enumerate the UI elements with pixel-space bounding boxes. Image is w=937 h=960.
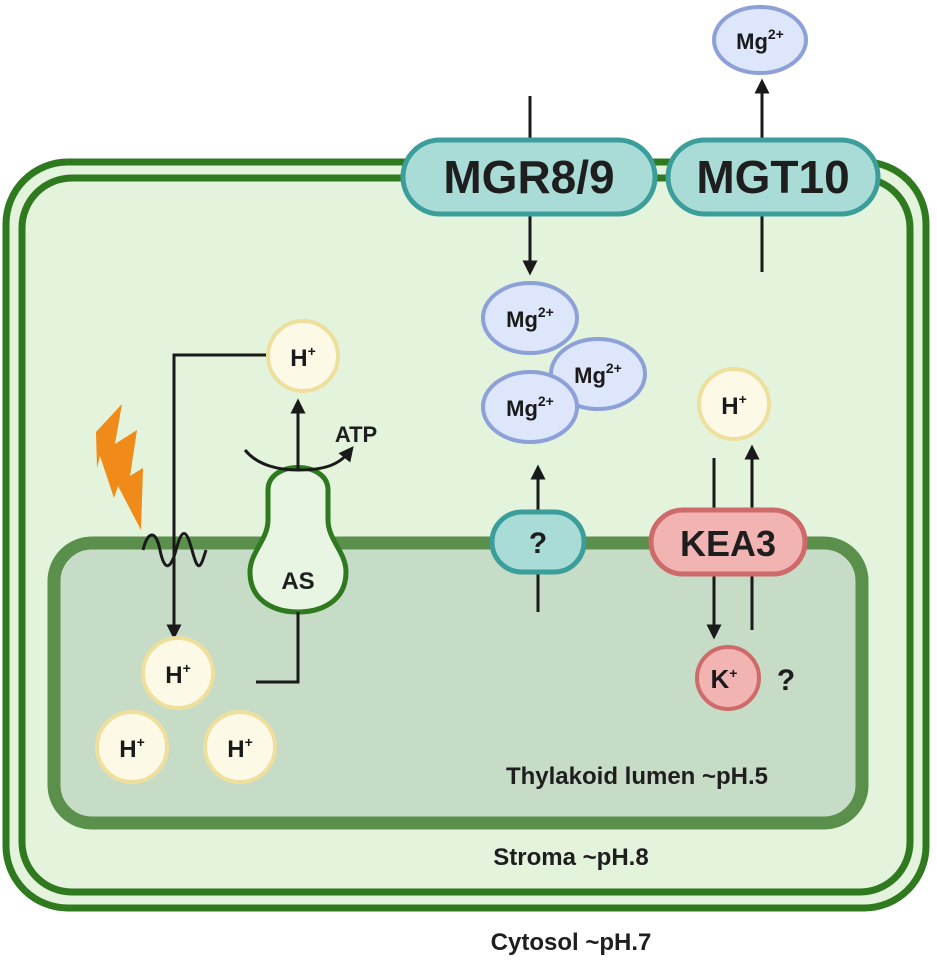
cytosol-label: Cytosol ~pH.7 [491, 929, 652, 956]
magnesium-ion: Mg2+ [712, 5, 808, 75]
svg-text:Mg2+: Mg2+ [506, 393, 554, 421]
mgt10-label: MGT10 [696, 151, 849, 203]
lumen-label: Thylakoid lumen ~pH.5 [506, 763, 768, 790]
proton-return-line [256, 612, 300, 684]
svg-text:Mg2+: Mg2+ [506, 304, 554, 332]
svg-text:K+: K+ [711, 664, 738, 694]
proton-pump-arrow [166, 353, 266, 640]
lightning-bolt-icon [96, 404, 143, 530]
svg-text:H+: H+ [165, 660, 191, 689]
atp-label: ATP [335, 422, 377, 447]
proton-ion: H+ [266, 319, 340, 393]
adp-curve [243, 449, 299, 472]
magnesium-ion: Mg2+ [481, 281, 579, 355]
svg-text:H+: H+ [227, 734, 253, 763]
magnesium-ion: Mg2+ [481, 370, 579, 444]
svg-text:H+: H+ [721, 391, 747, 420]
proton-ion: H+ [95, 710, 169, 784]
atp-synthase [247, 465, 349, 615]
unknown-transporter [489, 509, 587, 575]
mgr8-9-label: MGR8/9 [443, 151, 614, 203]
atp-curve-arrow [297, 446, 354, 472]
svg-text:Mg2+: Mg2+ [574, 360, 622, 388]
stroma-label: Stroma ~pH.8 [493, 844, 648, 871]
svg-text:Mg2+: Mg2+ [736, 26, 784, 54]
mgr8-9-transporter [400, 137, 658, 217]
unknown-transporter-label: ? [529, 527, 547, 560]
photosystem-squiggle [141, 532, 208, 568]
svg-text:H+: H+ [119, 734, 145, 763]
atp-synthase-label: AS [281, 568, 314, 595]
proton-ion: H+ [203, 710, 277, 784]
mgt10-transporter [665, 137, 881, 217]
proton-ion: H+ [697, 367, 771, 441]
svg-text:H+: H+ [290, 343, 316, 372]
potassium-question-label: ? [777, 664, 795, 697]
potassium-ion: K+ [695, 645, 761, 711]
kea3-transporter [648, 507, 808, 577]
proton-ion: H+ [141, 636, 215, 710]
kea3-label: KEA3 [680, 523, 776, 564]
